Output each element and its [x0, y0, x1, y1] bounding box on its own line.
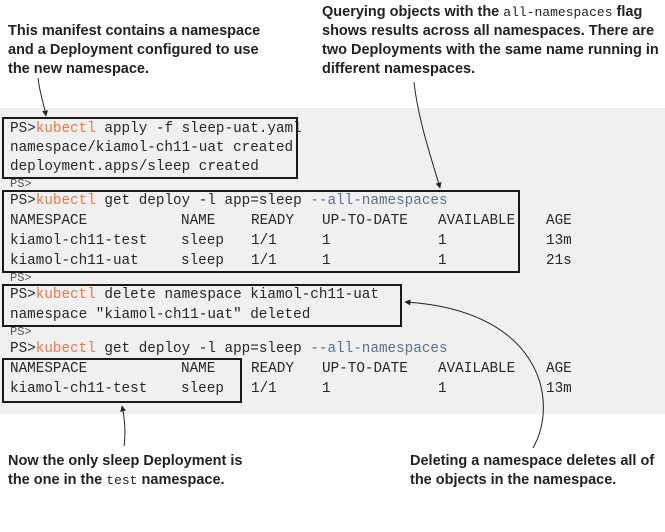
table-row: kiamol-ch11-test sleep 1/1 1 1 13m [10, 232, 572, 251]
cell-available: 1 [438, 381, 447, 397]
cell-available: 1 [438, 233, 447, 249]
callout-all-namespaces-pre: Querying objects with the [322, 4, 504, 20]
prompt: PS> [10, 287, 36, 303]
command-delete-namespace: PS>kubectl delete namespace kiamol-ch11-… [10, 286, 379, 305]
command-keyword: kubectl [35, 287, 96, 303]
col-age: AGE [546, 213, 572, 229]
callout-manifest: This manifest contains a namespace and a… [8, 23, 261, 77]
cell-name: sleep [181, 381, 224, 397]
col-name: NAME [181, 213, 216, 229]
col-namespace: NAMESPACE [10, 361, 88, 377]
cell-age: 13m [546, 381, 572, 397]
command-keyword: kubectl [35, 121, 96, 137]
highlight-get-all-namespaces [2, 190, 520, 273]
command-apply: PS>kubectl apply -f sleep-uat.yaml [10, 120, 302, 139]
callout-only-test-code: test [106, 473, 138, 488]
cell-ready: 1/1 [251, 381, 277, 397]
cell-namespace: kiamol-ch11-test [10, 381, 148, 397]
table-row: kiamol-ch11-test sleep 1/1 1 1 13m [10, 380, 572, 399]
command-args: get deploy -l app=sleep [95, 341, 311, 357]
cell-ready: 1/1 [251, 253, 277, 269]
prompt-empty: PS> [10, 177, 32, 191]
prompt: PS> [10, 341, 36, 357]
cell-namespace: kiamol-ch11-uat [10, 253, 139, 269]
callout-all-namespaces: Querying objects with the all-namespaces… [322, 3, 662, 79]
col-available: AVAILABLE [438, 361, 516, 377]
highlight-apply-block [2, 117, 298, 179]
cell-namespace: kiamol-ch11-test [10, 233, 148, 249]
output-line: deployment.apps/sleep created [10, 159, 259, 175]
callout-delete-namespace: Deleting a namespace deletes all of the … [410, 453, 655, 488]
command-args: get deploy -l app=sleep [95, 193, 311, 209]
output-line: namespace/kiamol-ch11-uat created [10, 140, 294, 156]
col-name: NAME [181, 361, 216, 377]
col-available: AVAILABLE [438, 213, 516, 229]
command-keyword: kubectl [35, 193, 96, 209]
col-ready: READY [251, 213, 294, 229]
cell-name: sleep [181, 233, 224, 249]
table-row: kiamol-ch11-uat sleep 1/1 1 1 21s [10, 252, 572, 271]
cell-ready: 1/1 [251, 233, 277, 249]
table-header: NAMESPACE NAME READY UP-TO-DATE AVAILABL… [10, 212, 572, 231]
prompt: PS> [10, 121, 36, 137]
col-namespace: NAMESPACE [10, 213, 88, 229]
cell-up-to-date: 1 [322, 253, 331, 269]
highlight-remaining-deployment [2, 358, 242, 403]
cell-up-to-date: 1 [322, 381, 331, 397]
callout-all-namespaces-post: flag shows results across all namespaces… [322, 4, 659, 77]
command-keyword: kubectl [35, 341, 96, 357]
callout-all-namespaces-code: all-namespaces [503, 5, 613, 20]
command-args: apply -f sleep-uat.yaml [95, 121, 302, 137]
prompt-empty: PS> [10, 271, 32, 285]
cell-up-to-date: 1 [322, 233, 331, 249]
command-flag: --all-namespaces [310, 341, 448, 357]
command-flag: --all-namespaces [310, 193, 448, 209]
prompt-empty: PS> [10, 325, 32, 339]
output-line: namespace "kiamol-ch11-uat" deleted [10, 307, 311, 323]
cell-age: 13m [546, 233, 572, 249]
callout-only-test-pre: Now the only sleep Deployment is the one… [8, 453, 243, 488]
callout-only-test-post: namespace. [137, 472, 225, 488]
command-get-deploy: PS>kubectl get deploy -l app=sleep --all… [10, 340, 448, 359]
terminal-window: PS>kubectl apply -f sleep-uat.yaml names… [0, 108, 665, 414]
highlight-delete-namespace [2, 284, 402, 327]
col-age: AGE [546, 361, 572, 377]
callout-only-test: Now the only sleep Deployment is the one… [8, 452, 258, 490]
command-get-deploy: PS>kubectl get deploy -l app=sleep --all… [10, 192, 448, 211]
prompt: PS> [10, 193, 36, 209]
cell-age: 21s [546, 253, 572, 269]
command-args: delete namespace kiamol-ch11-uat [95, 287, 379, 303]
col-ready: READY [251, 361, 294, 377]
col-up-to-date: UP-TO-DATE [322, 213, 408, 229]
col-up-to-date: UP-TO-DATE [322, 361, 408, 377]
cell-available: 1 [438, 253, 447, 269]
cell-name: sleep [181, 253, 224, 269]
